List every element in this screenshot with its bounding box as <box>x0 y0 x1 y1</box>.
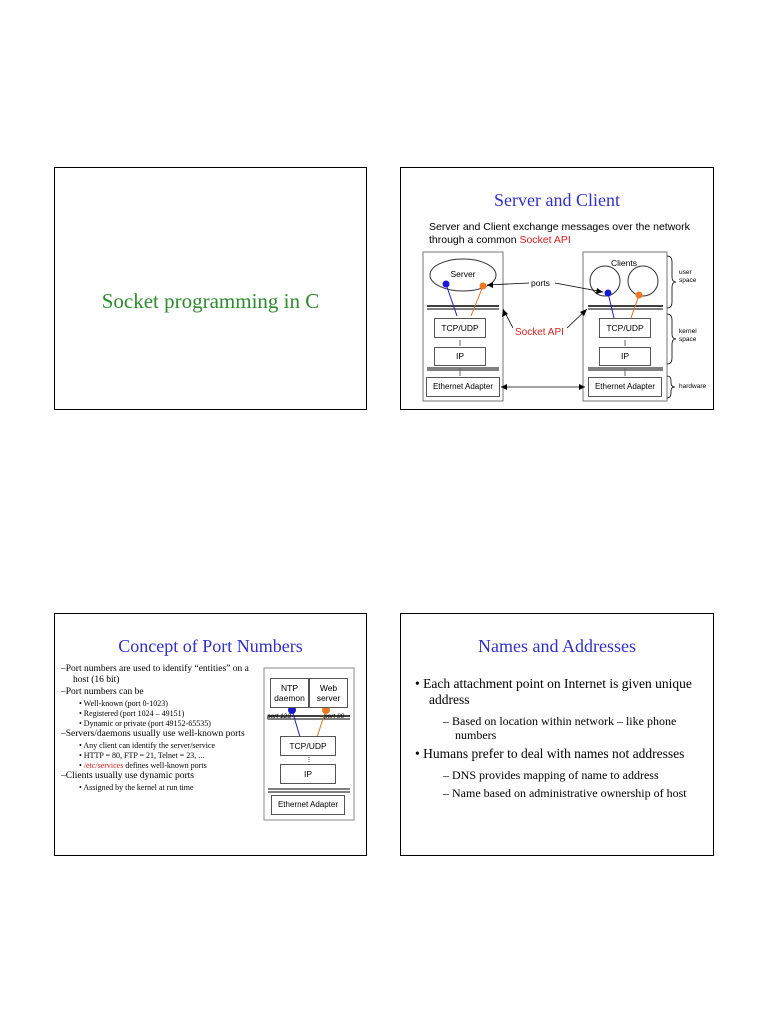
server-port-dot-orange <box>479 282 487 290</box>
bullet-item: • Each attachment point on Internet is g… <box>415 676 692 707</box>
sub-bullet-item: – Name based on administrative ownership… <box>443 786 687 800</box>
list-item: –Servers/daemons usually use well-known … <box>61 729 245 739</box>
clients-label: Clients <box>611 258 637 268</box>
list-item: • Dynamic or private (port 49152-65535) <box>79 719 211 728</box>
server-client-diagram <box>422 251 677 402</box>
ip-box-client: IP <box>599 347 651 366</box>
port-80-dot <box>322 706 330 714</box>
bullet-item: • Humans prefer to deal with names not a… <box>415 746 685 761</box>
intro-text: Server and Client exchange messages over… <box>429 221 699 247</box>
slide-heading: Server and Client <box>494 190 620 210</box>
slide-title: Socket programming in C <box>54 167 367 410</box>
names-addresses-list: • Each attachment point on Internet is g… <box>415 676 705 804</box>
server-label: Server <box>450 269 476 279</box>
sub-bullet-text: DNS provides mapping of name to address <box>452 768 659 782</box>
ntp-daemon-box: NTP daemon <box>270 678 309 708</box>
server-port-dot-blue <box>442 280 450 288</box>
slide-title-text: Socket programming in C <box>101 289 320 313</box>
hardware-label: hardware <box>679 383 707 390</box>
sub-bullet-text: Based on location within network – like … <box>452 714 677 742</box>
port-numbers-list: –Port numbers are used to identify “enti… <box>61 664 261 793</box>
bullet-text: Humans prefer to deal with names not add… <box>423 746 685 761</box>
list-item: • Any client can identify the server/ser… <box>79 741 216 750</box>
ethernet-adapter-box-server: Ethernet Adapter <box>426 377 500 397</box>
user-space-brace <box>666 255 677 309</box>
ip-box: IP <box>280 764 336 784</box>
bullet-text: Each attachment point on Internet is giv… <box>423 676 692 707</box>
intro-text-main: Server and Client exchange messages over… <box>429 221 690 246</box>
slide-heading: Concept of Port Numbers <box>118 636 303 656</box>
socket-api-label: Socket API <box>515 327 564 338</box>
kernel-space-label: kernel space <box>679 328 697 343</box>
sub-bullet-item: – Based on location within network – lik… <box>443 714 677 742</box>
list-item: • Well-known (port 0-1023) <box>79 699 168 708</box>
ethernet-adapter-box: Ethernet Adapter <box>271 795 345 815</box>
etc-services-rest: defines well-known ports <box>123 761 207 770</box>
ports-label: ports <box>531 278 550 288</box>
list-item: • /etc/services defines well-known ports <box>79 761 207 770</box>
sub-bullet-item: – DNS provides mapping of name to addres… <box>443 768 659 782</box>
tcp-udp-box-server: TCP/UDP <box>434 318 486 338</box>
tcp-udp-box-client: TCP/UDP <box>599 318 651 338</box>
slide-heading: Names and Addresses <box>478 636 636 656</box>
tcp-udp-box: TCP/UDP <box>280 736 336 756</box>
client-port-dot-orange <box>635 291 643 299</box>
kernel-space-brace <box>666 313 677 365</box>
list-item: –Clients usually use dynamic ports <box>61 771 194 781</box>
web-server-box: Web server <box>309 678 348 708</box>
ethernet-adapter-box-client: Ethernet Adapter <box>588 377 662 397</box>
list-item: • HTTP = 80, FTP = 21, Telnet = 23, ... <box>79 751 205 760</box>
ip-box-server: IP <box>434 347 486 366</box>
slide-port-numbers: Concept of Port Numbers –Port numbers ar… <box>54 613 367 856</box>
slide-names-addresses: Names and Addresses • Each attachment po… <box>400 613 714 856</box>
list-item: • Assigned by the kernel at run time <box>79 783 194 792</box>
hardware-brace <box>666 375 676 399</box>
slide-server-client: Server and Client Server and Client exch… <box>400 167 714 410</box>
list-item: • Registered (port 1024 – 49151) <box>79 709 185 718</box>
intro-socket-api: Socket API <box>519 234 571 246</box>
client-circle-2 <box>627 265 659 297</box>
list-item: –Port numbers can be <box>61 687 144 697</box>
port-123-dot <box>288 706 296 714</box>
port-80-label: port 80 <box>324 713 345 720</box>
user-space-label: user space <box>679 269 697 284</box>
sub-bullet-text: Name based on administrative ownership o… <box>452 786 687 800</box>
etc-services: /etc/services <box>83 761 124 770</box>
client-port-dot-blue <box>604 289 612 297</box>
port-123-label: port 123 <box>267 713 291 720</box>
list-item: –Port numbers are used to identify “enti… <box>61 664 249 685</box>
